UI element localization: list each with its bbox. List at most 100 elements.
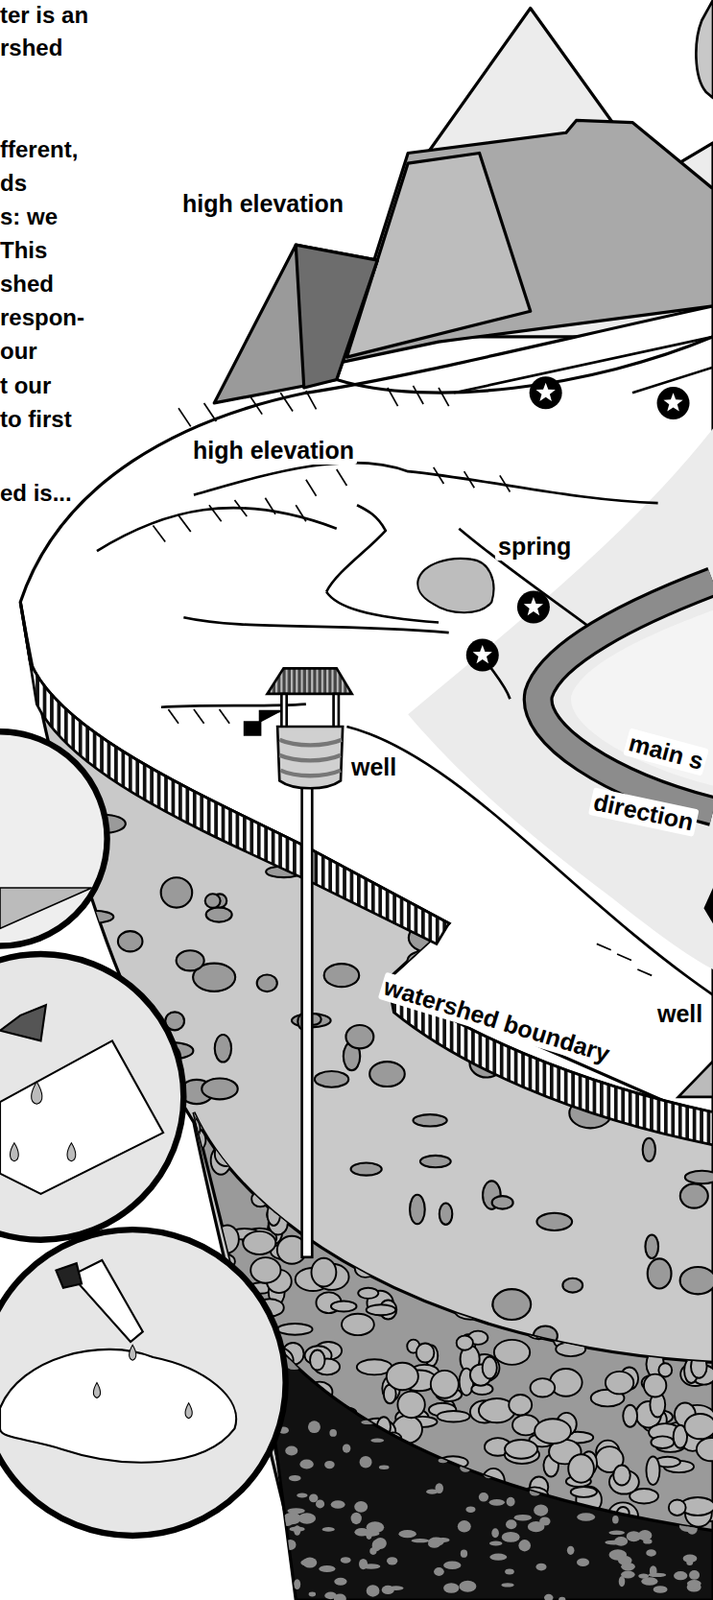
- pebble: [580, 1221, 597, 1236]
- rock-dot: [455, 1426, 464, 1434]
- rock-dot: [482, 1467, 495, 1479]
- rock-dot: [283, 1512, 301, 1524]
- rock-dot: [632, 1445, 647, 1450]
- stone: [411, 770, 447, 789]
- rock-dot: [567, 1545, 575, 1555]
- pebble: [353, 1094, 369, 1117]
- pebble: [534, 1234, 549, 1250]
- spring-star: [466, 639, 500, 672]
- rock-dot: [438, 1457, 449, 1463]
- pebble: [575, 1268, 607, 1285]
- rock-dot: [636, 1395, 644, 1407]
- pebble: [475, 1262, 495, 1289]
- pebble: [183, 1119, 198, 1141]
- rock-dot: [535, 1563, 547, 1571]
- rock-dot: [546, 1463, 565, 1471]
- stone: [161, 877, 193, 907]
- pebble: [271, 1123, 291, 1143]
- stone: [554, 957, 589, 978]
- pebble: [617, 1161, 635, 1182]
- pebble: [467, 1105, 488, 1122]
- pebble: [206, 1093, 224, 1114]
- rock-dot: [489, 1498, 505, 1506]
- pebble: [634, 1311, 666, 1330]
- rock-dot: [625, 1401, 641, 1412]
- pebble: [497, 1295, 527, 1318]
- pebble: [367, 1223, 392, 1241]
- rock-dot: [643, 1466, 657, 1473]
- rock-dot: [620, 1464, 633, 1475]
- rock-dot: [261, 1517, 279, 1527]
- pebble: [271, 1151, 303, 1180]
- pebble: [413, 1120, 443, 1143]
- rock-dot: [285, 1539, 297, 1550]
- rock-dot: [288, 1474, 302, 1481]
- rock-dot: [473, 1410, 487, 1423]
- rock-dot: [459, 1463, 472, 1473]
- stone: [376, 722, 407, 751]
- rock-dot: [676, 1497, 684, 1508]
- rock-dot: [687, 1388, 701, 1393]
- pebble: [488, 1171, 517, 1191]
- rock-dot: [614, 1536, 628, 1546]
- pebble: [549, 1266, 567, 1293]
- rock-dot: [637, 1496, 654, 1505]
- rock-dot: [379, 1464, 390, 1470]
- pebble: [366, 1304, 397, 1315]
- pebble: [607, 1182, 642, 1208]
- pebble: [419, 1187, 450, 1198]
- rock-dot: [690, 1449, 708, 1454]
- stone: [214, 1034, 232, 1063]
- rock-dot: [333, 1593, 347, 1600]
- rock-dot: [689, 1569, 700, 1580]
- rock-dot: [662, 1366, 680, 1373]
- rock-dot: [494, 1359, 509, 1365]
- rock-dot: [340, 1556, 352, 1564]
- stone: [477, 800, 509, 815]
- star-disc: [529, 376, 563, 409]
- text-fragment: ed is...: [0, 479, 72, 507]
- pebble: [500, 1200, 536, 1227]
- rock-dot: [619, 1497, 632, 1510]
- pebble: [437, 1212, 465, 1225]
- pebble: [450, 1098, 483, 1110]
- pebble: [427, 1190, 446, 1206]
- pebble: [570, 1486, 597, 1498]
- pebble: [430, 1370, 459, 1399]
- rock-dot: [370, 1350, 389, 1359]
- pebble: [463, 1133, 477, 1145]
- stone: [324, 963, 360, 987]
- stone: [345, 1024, 374, 1048]
- pebble: [538, 1137, 554, 1159]
- pebble: [549, 1188, 570, 1211]
- text-fragment: ds: [0, 169, 27, 197]
- pebble: [404, 1197, 420, 1214]
- pebble: [639, 1276, 656, 1306]
- direction-label: direction: [588, 786, 699, 836]
- pebble: [678, 1142, 708, 1168]
- rock-dot: [433, 1567, 445, 1576]
- pebble: [527, 1116, 546, 1134]
- stream-outline: [538, 581, 713, 811]
- pebble: [654, 1220, 691, 1247]
- well-symbol: [244, 667, 353, 1257]
- pebble: [251, 1190, 269, 1207]
- pebble: [268, 1099, 283, 1124]
- rock-dot: [465, 1505, 476, 1513]
- text-fragment: respon-: [0, 304, 85, 332]
- stone: [546, 725, 563, 746]
- stone: [680, 1266, 713, 1294]
- pebble: [340, 1208, 360, 1230]
- star-shape: [473, 644, 493, 664]
- pebble: [487, 1238, 521, 1266]
- rock-dot: [529, 1487, 542, 1496]
- rock-dot: [398, 1529, 416, 1538]
- pebble: [440, 1199, 475, 1211]
- stone: [369, 1061, 405, 1087]
- rock-dot: [489, 1553, 507, 1561]
- pebble: [267, 1156, 284, 1169]
- pebble: [545, 1227, 566, 1256]
- rock-dot: [669, 1347, 682, 1355]
- pebble: [454, 1268, 481, 1287]
- pebble: [397, 1391, 425, 1419]
